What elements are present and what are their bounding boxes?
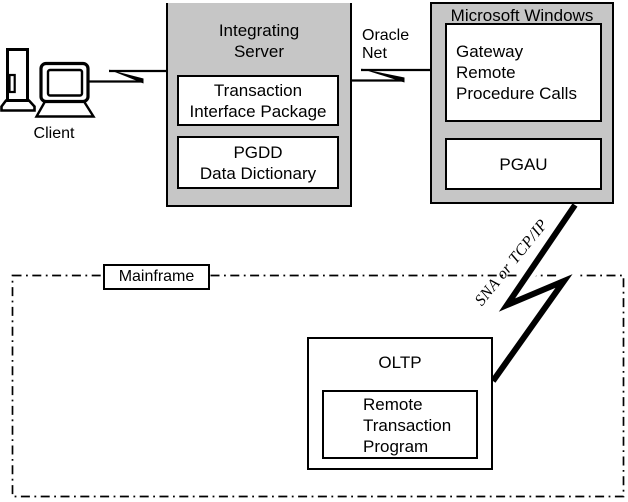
oracle-net-label: Oracle Net — [362, 27, 410, 62]
remote-transaction-program-box: Remote Transaction Program — [322, 390, 478, 459]
sna-tcpip-lightning-bolt — [486, 200, 586, 386]
rtp-line-2: Transaction — [363, 416, 452, 435]
grpc-line-1: Gateway — [456, 42, 524, 61]
oracle-net-connection-line — [349, 68, 431, 83]
client-monitor-icon — [34, 61, 96, 118]
gateway-rpc-box: Gateway Remote Procedure Calls — [445, 23, 602, 122]
pgdd-data-dictionary-box: PGDD Data Dictionary — [177, 136, 339, 189]
pgdd-line-2: Data Dictionary — [199, 163, 317, 183]
pgau-label: PGAU — [499, 154, 548, 174]
microsoft-windows-title: Microsoft Windows — [450, 6, 594, 25]
grpc-line-3: Procedure Calls — [456, 84, 577, 103]
tip-line-1: Transaction — [213, 80, 303, 100]
client-tower-icon — [0, 48, 36, 112]
pgdd-line-1: PGDD — [233, 142, 283, 162]
oltp-title: OLTP — [378, 353, 422, 372]
mainframe-dashed-border — [11, 274, 625, 498]
integrating-server-title: Integrating Server — [218, 21, 300, 61]
transaction-interface-package-box: Transaction Interface Package — [177, 75, 339, 126]
grpc-line-2: Remote — [456, 63, 516, 82]
rtp-line-3: Program — [363, 437, 429, 456]
tip-line-2: Interface Package — [189, 101, 327, 121]
client-label: Client — [33, 125, 75, 142]
mainframe-label-box: Mainframe — [103, 264, 210, 290]
pgau-box: PGAU — [445, 138, 602, 190]
rtp-line-1: Remote — [363, 395, 423, 414]
client-computer-icon — [0, 48, 96, 118]
client-connection-line — [88, 69, 168, 84]
